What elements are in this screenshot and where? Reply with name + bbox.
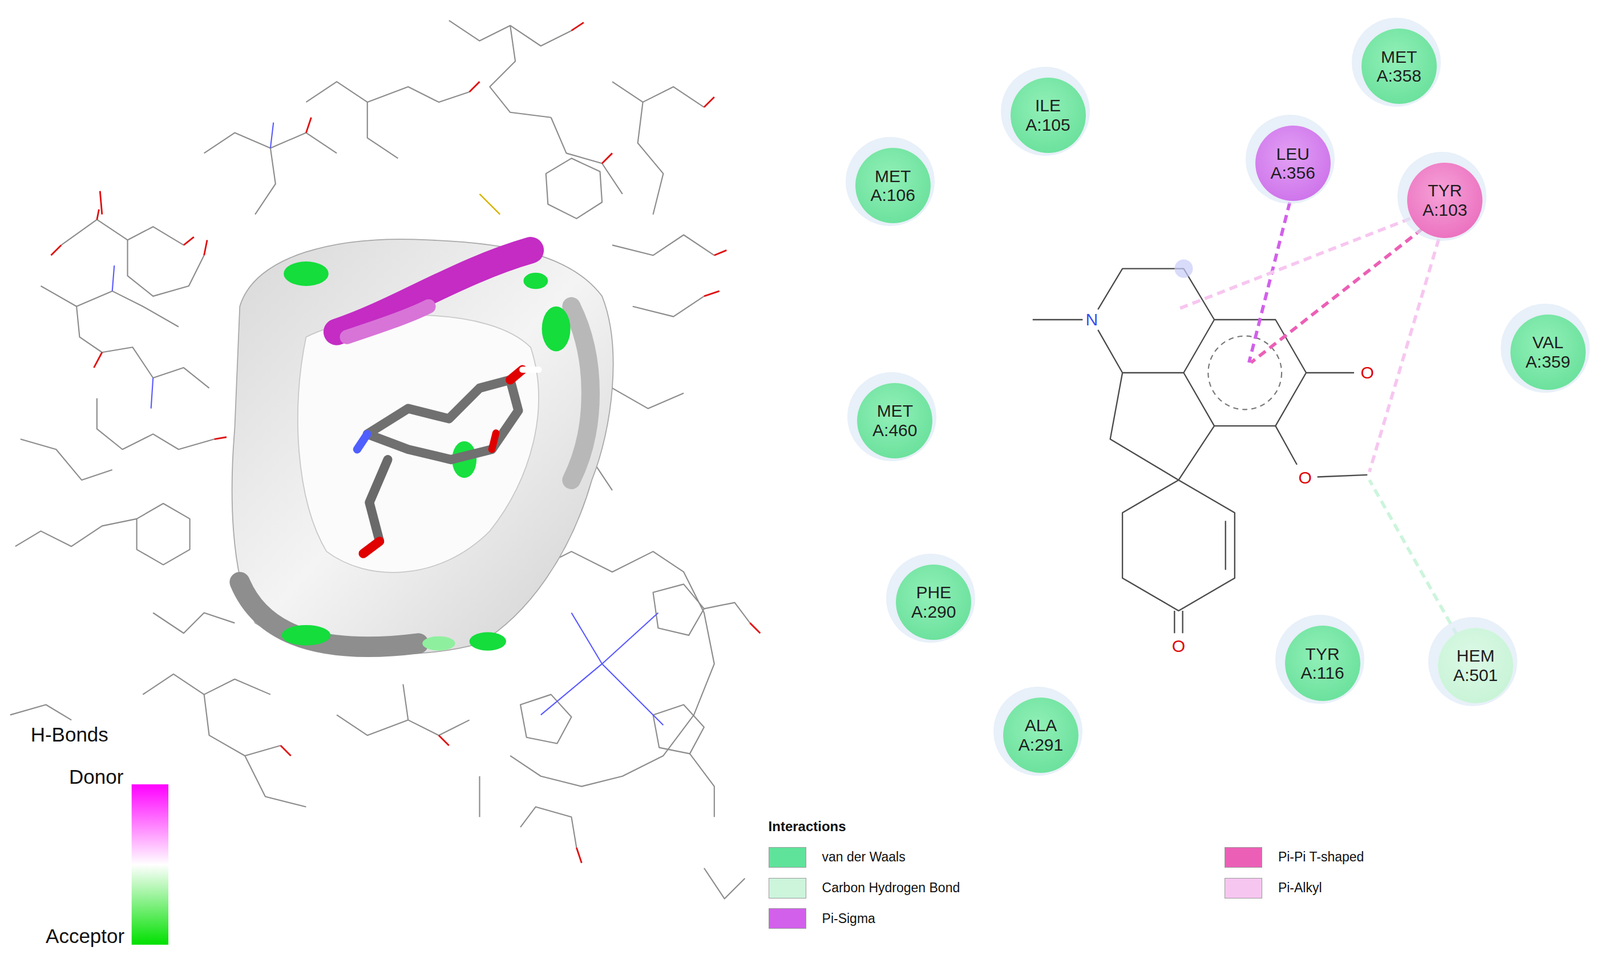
- residue-circle: TYR A:116: [1285, 625, 1361, 701]
- residue-label: VAL A:359: [1525, 332, 1571, 371]
- legend-swatch: [1224, 877, 1263, 899]
- ligand-sticks: [357, 369, 539, 554]
- residue-circle: VAL A:359: [1510, 314, 1586, 390]
- residue-circle: MET A:460: [857, 382, 933, 459]
- residue-circle: MET A:358: [1361, 28, 1437, 104]
- atom-label: O: [1359, 362, 1376, 382]
- residue-label: MET A:358: [1376, 47, 1422, 86]
- residue-label: MET A:106: [870, 166, 916, 205]
- hbond-gradient: [131, 784, 169, 945]
- interaction-lines: [1179, 201, 1457, 636]
- gradient-label: Donor: [69, 765, 124, 789]
- residue-label: MET A:460: [872, 401, 917, 440]
- legend-swatch: [768, 877, 807, 899]
- residue-circle: ALA A:291: [1003, 697, 1079, 773]
- legend-text: Pi-Pi T-shaped: [1278, 849, 1364, 864]
- atom-label: N: [1084, 309, 1101, 329]
- residue-label: TYR A:116: [1300, 644, 1344, 683]
- residue-label: ALA A:291: [1018, 715, 1064, 754]
- residue-circle: LEU A:356: [1255, 125, 1331, 201]
- residue-circle: PHE A:290: [895, 564, 972, 640]
- residue-wireframe: [10, 20, 750, 899]
- legend-swatch: [1224, 846, 1263, 868]
- legend-swatch: [768, 907, 807, 929]
- legend-title: H-Bonds: [30, 723, 109, 746]
- legend-text: Carbon Hydrogen Bond: [822, 880, 961, 895]
- gradient-label: Acceptor: [45, 924, 125, 948]
- residue-label: HEM A:501: [1453, 645, 1498, 685]
- residue-label: LEU A:356: [1270, 144, 1316, 183]
- legend-text: van der Waals: [822, 849, 906, 864]
- residue-label: ILE A:105: [1025, 95, 1070, 135]
- legend-text: Pi-Alkyl: [1278, 880, 1323, 895]
- atom-label: O: [1170, 636, 1187, 656]
- ligand-2d: [1032, 268, 1368, 634]
- legend-title: Interactions: [768, 818, 847, 834]
- residue-circle: HEM A:501: [1437, 627, 1514, 703]
- residue-circle: ILE A:105: [1010, 77, 1086, 153]
- residue-circle: TYR A:103: [1407, 162, 1483, 238]
- legend-text: Pi-Sigma: [822, 911, 876, 926]
- residue-label: TYR A:103: [1422, 180, 1468, 220]
- binding-surface: [232, 239, 614, 654]
- legend-swatch: [768, 846, 807, 868]
- residue-circle: MET A:106: [855, 147, 931, 224]
- atom-label: O: [1297, 467, 1314, 487]
- residue-label: PHE A:290: [911, 582, 956, 621]
